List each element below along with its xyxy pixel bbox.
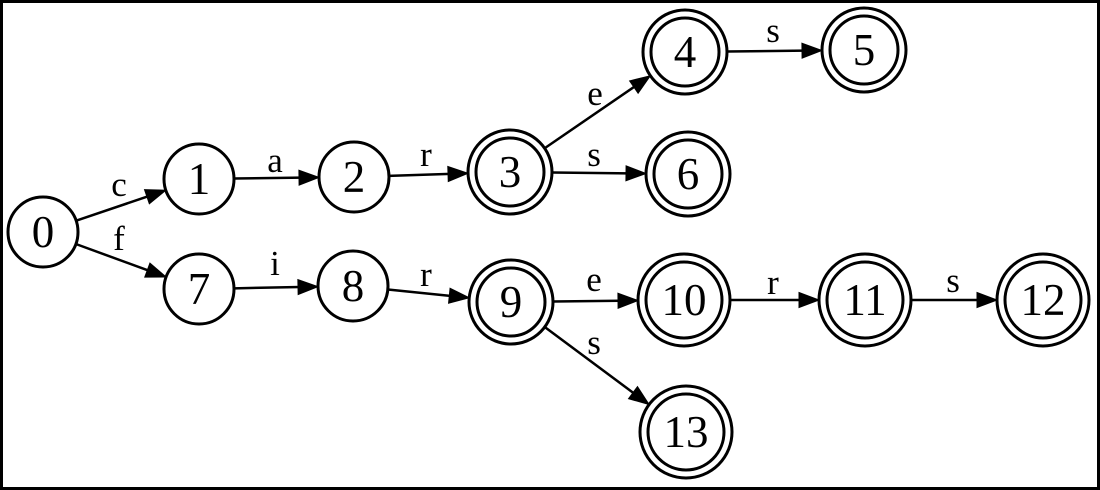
edge-label-3-6: s (587, 135, 601, 174)
transition-edge-10-11: r (730, 263, 821, 309)
state-circle-8 (316, 249, 390, 323)
transition-edge-3-6: s (551, 135, 648, 182)
arrowhead-icon-9-10 (617, 292, 640, 309)
state-node-5: 5 (820, 6, 908, 94)
state-node-10: 10 (636, 252, 732, 348)
arrowhead-icon-3-6 (625, 165, 648, 182)
edge-label-8-9: r (420, 255, 432, 294)
state-label-13: 13 (664, 407, 709, 457)
arrowhead-icon-7-8 (297, 278, 320, 296)
state-circle-0 (6, 195, 80, 269)
transition-edge-0-1: c (75, 165, 168, 222)
state-label-2: 2 (343, 152, 366, 202)
arrowhead-icon-3-4 (628, 74, 652, 95)
edge-label-9-13: s (587, 323, 601, 362)
transition-edge-1-2: a (233, 141, 321, 186)
state-node-9: 9 (467, 258, 555, 346)
state-inner-circle-4 (649, 16, 721, 88)
state-node-3: 3 (466, 128, 554, 216)
edge-line-4-5 (726, 49, 805, 53)
edge-label-10-11: r (767, 263, 779, 302)
arrowhead-icon-11-12 (976, 291, 999, 309)
transition-edge-4-5: s (726, 11, 824, 59)
state-label-7: 7 (188, 264, 211, 314)
transition-edge-9-13: s (543, 323, 651, 406)
state-label-5: 5 (853, 25, 876, 75)
state-label-4: 4 (674, 27, 697, 77)
state-inner-circle-11 (825, 260, 905, 340)
state-label-6: 6 (677, 149, 700, 199)
state-node-4: 4 (641, 8, 729, 96)
state-inner-circle-9 (475, 266, 547, 338)
edge-label-7-8: i (270, 244, 280, 283)
edge-line-3-6 (551, 171, 629, 175)
edge-line-3-4 (543, 84, 637, 150)
arrowhead-icon-10-11 (798, 291, 821, 309)
state-node-13: 13 (638, 384, 734, 480)
arrowhead-icon-0-7 (144, 262, 168, 278)
transition-edge-8-9: r (387, 255, 471, 304)
state-label-1: 1 (188, 154, 211, 204)
state-node-6: 6 (644, 130, 732, 218)
state-node-8: 8 (316, 249, 390, 323)
state-node-7: 7 (162, 252, 236, 326)
transition-edge-11-12: s (911, 261, 999, 309)
state-label-0: 0 (32, 207, 55, 257)
edge-label-2-3: r (420, 135, 432, 174)
state-circle-2 (317, 140, 391, 214)
edge-label-9-10: e (586, 260, 602, 299)
edge-label-0-1: c (111, 165, 127, 204)
transition-edge-9-10: e (552, 260, 640, 309)
state-label-11: 11 (843, 275, 886, 325)
state-label-10: 10 (662, 275, 707, 325)
state-label-9: 9 (500, 277, 523, 327)
edge-line-7-8 (233, 285, 301, 290)
arrowhead-icon-4-5 (801, 42, 824, 59)
edge-line-8-9 (387, 288, 452, 298)
edge-line-0-1 (75, 194, 150, 222)
state-inner-circle-12 (1003, 260, 1083, 340)
transition-edge-2-3: r (388, 135, 470, 183)
edge-label-0-7: f (113, 219, 125, 258)
edge-label-11-12: s (946, 261, 960, 300)
state-node-2: 2 (317, 140, 391, 214)
arrowhead-icon-2-3 (447, 165, 470, 183)
edge-label-1-2: a (267, 141, 283, 180)
state-inner-circle-6 (652, 138, 724, 210)
state-label-8: 8 (342, 261, 365, 311)
state-circle-1 (162, 142, 236, 216)
state-label-3: 3 (499, 147, 522, 197)
edge-label-4-5: s (766, 11, 780, 50)
arrowhead-icon-0-1 (143, 189, 168, 205)
state-node-11: 11 (817, 252, 913, 348)
state-circle-7 (162, 252, 236, 326)
edge-line-9-10 (552, 299, 621, 303)
edge-line-2-3 (388, 172, 451, 178)
transition-edge-7-8: i (233, 244, 320, 296)
edge-line-9-13 (543, 326, 636, 395)
transition-edge-3-4: e (543, 74, 652, 150)
edge-line-1-2 (233, 176, 302, 180)
state-node-12: 12 (995, 252, 1091, 348)
edge-line-0-7 (75, 242, 150, 272)
arrowhead-icon-8-9 (447, 287, 471, 304)
state-inner-circle-10 (644, 260, 724, 340)
state-node-1: 1 (162, 142, 236, 216)
state-inner-circle-3 (474, 136, 546, 208)
arrowhead-icon-9-13 (627, 385, 651, 406)
state-inner-circle-13 (646, 392, 726, 472)
state-label-12: 12 (1021, 275, 1066, 325)
state-node-0: 0 (6, 195, 80, 269)
state-inner-circle-5 (828, 14, 900, 86)
edge-label-3-4: e (587, 74, 603, 113)
transition-edge-0-7: f (75, 219, 168, 278)
arrowhead-icon-1-2 (298, 169, 321, 186)
